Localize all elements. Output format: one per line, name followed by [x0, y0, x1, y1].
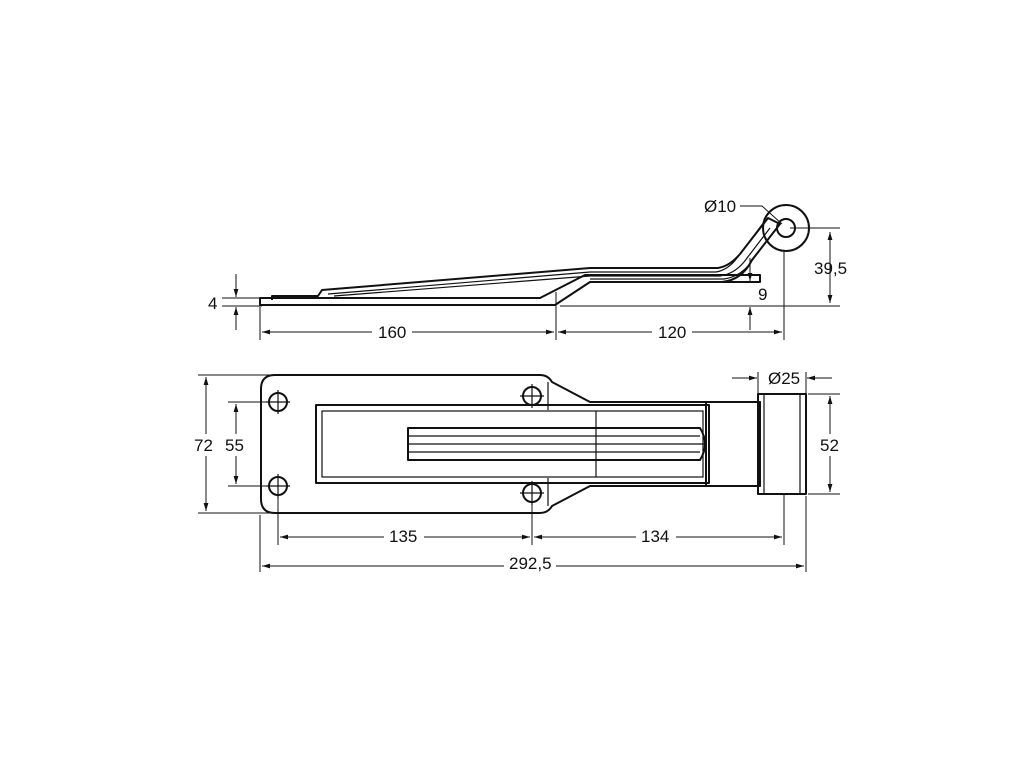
dim-hole-to-hole-label: 135: [389, 527, 417, 546]
mounting-hole-top-right: [520, 384, 544, 408]
dim-pivot-diameter-label: Ø10: [704, 197, 736, 216]
side-leaf-fold-1: [327, 221, 765, 295]
dim-overall-length-label: 292,5: [509, 554, 552, 573]
dim-overall-width-label: 72: [194, 436, 213, 455]
dim-hole-to-pivot-label: 134: [641, 527, 669, 546]
top-plate-outline: [260, 374, 761, 514]
side-leaf-fold-3: [590, 229, 776, 280]
dim-flat-length-label: 160: [378, 323, 406, 342]
top-knuckle-block: [705, 401, 761, 487]
dim-thickness-label: 4: [208, 294, 217, 313]
dim-offset-label: 9: [758, 285, 767, 304]
top-view: Ø25 72 55 52 135 134 292,5: [194, 369, 842, 575]
mounting-hole-bottom-right: [520, 481, 544, 505]
side-view: 4 Ø10 39,5 9 160 120: [208, 197, 847, 342]
top-center-rib: [407, 427, 706, 461]
dim-knuckle-width-label: 52: [820, 436, 839, 455]
top-knuckle-barrel: [757, 393, 807, 495]
dim-knuckle-diameter-label: Ø25: [768, 369, 800, 388]
dim-arm-length-label: 120: [658, 323, 686, 342]
side-leaf-fold-2: [333, 227, 771, 297]
side-hinge-leaf: [271, 217, 781, 300]
dim-height-label: 39,5: [814, 259, 847, 278]
dim-hole-spacing-label: 55: [225, 436, 244, 455]
dim-pivot-leader: [740, 205, 783, 225]
top-inner-recess: [315, 404, 710, 484]
